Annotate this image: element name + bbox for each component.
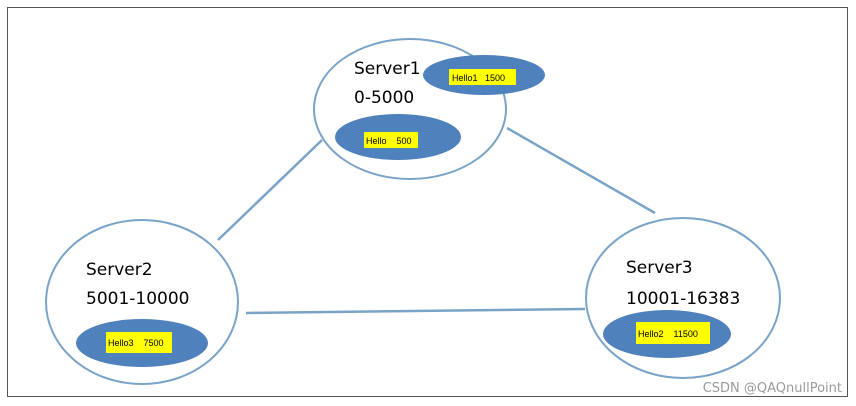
key-label-bg-hello	[364, 132, 418, 148]
diagram-frame	[7, 7, 848, 397]
link-server2-server3	[245, 307, 586, 315]
link-server1-server3	[506, 126, 656, 215]
key-label-bg-hello1	[449, 69, 516, 85]
server1-name: Server1	[354, 59, 421, 79]
server2-range: 5001-10000	[86, 289, 189, 309]
key-label-hello3: Hello3 7500	[108, 338, 164, 348]
server2-name: Server2	[86, 260, 153, 280]
key-label-hello2: Hello2 11500	[638, 329, 698, 339]
key-label-hello1: Hello1 1500	[452, 73, 505, 83]
key-label-bg-hello3	[106, 332, 172, 353]
watermark-text: CSDN @QAQnullPoint	[702, 381, 842, 396]
key-label-hello: Hello 500	[366, 136, 412, 146]
link-server1-server2	[217, 139, 323, 241]
server1-range: 0-5000	[354, 88, 414, 108]
server3-range: 10001-16383	[626, 289, 740, 309]
server3-name: Server3	[626, 258, 693, 278]
key-label-bg-hello2	[636, 322, 710, 344]
